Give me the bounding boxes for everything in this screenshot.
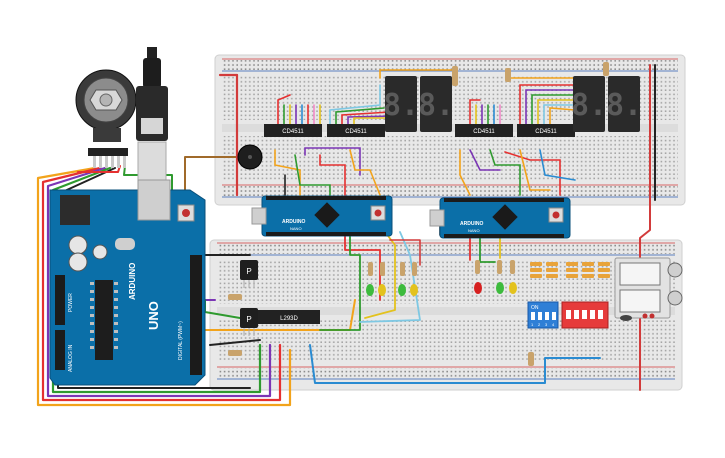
atmega-chip bbox=[95, 280, 113, 360]
svg-text:NANO: NANO bbox=[468, 228, 480, 233]
svg-text:4: 4 bbox=[552, 322, 555, 327]
arduino-uno[interactable]: ARDUINO UNO DIGITAL (PWM~) ANALOG IN POW… bbox=[49, 179, 206, 386]
svg-text:L293D: L293D bbox=[280, 316, 298, 322]
resistors-left bbox=[228, 294, 242, 356]
svg-text:8.: 8. bbox=[418, 88, 454, 123]
led bbox=[378, 284, 386, 296]
svg-text:CD4511: CD4511 bbox=[473, 129, 495, 135]
potentiometer-icon[interactable] bbox=[667, 262, 683, 306]
led bbox=[366, 284, 374, 296]
svg-text:ARDUINO: ARDUINO bbox=[460, 221, 483, 227]
arduino-nano-1[interactable]: ARDUINO NANO bbox=[251, 195, 393, 237]
usb-plug-icon bbox=[136, 47, 168, 181]
svg-text:2: 2 bbox=[538, 322, 541, 327]
svg-text:8.: 8. bbox=[571, 88, 607, 123]
breadboard-bottom bbox=[209, 239, 683, 391]
decoder-chip-1: CD4511 bbox=[264, 124, 322, 137]
dip-switch-red[interactable] bbox=[561, 301, 609, 329]
transistor-1: P bbox=[240, 260, 258, 288]
mini-display-panel bbox=[614, 257, 683, 321]
led bbox=[509, 282, 517, 294]
capacitor-icon bbox=[68, 235, 88, 255]
usb-plug bbox=[136, 47, 168, 181]
decoder-chip-2: CD4511 bbox=[327, 124, 385, 137]
wires-top-displays bbox=[274, 69, 601, 196]
led bbox=[398, 284, 406, 296]
dip-switch[interactable]: ON 1 2 3 4 bbox=[527, 301, 559, 329]
analog-header bbox=[55, 330, 65, 370]
led bbox=[474, 282, 482, 294]
resistor-bottom bbox=[528, 352, 534, 366]
led-group-2 bbox=[474, 260, 517, 294]
svg-text:1: 1 bbox=[531, 322, 534, 327]
uno-brand: ARDUINO bbox=[128, 263, 137, 300]
motor-driver-chip: L293D bbox=[258, 310, 320, 324]
uno-model: UNO bbox=[146, 301, 161, 330]
decoder-chip-3: CD4511 bbox=[455, 124, 513, 137]
svg-text:P: P bbox=[246, 315, 251, 324]
digital-header bbox=[190, 255, 202, 375]
usb-port bbox=[137, 179, 171, 221]
svg-text:P: P bbox=[246, 267, 251, 276]
svg-text:CD4511: CD4511 bbox=[282, 129, 304, 135]
svg-text:8.: 8. bbox=[383, 88, 419, 123]
decoder-chip-4: CD4511 bbox=[517, 124, 575, 137]
svg-text:CD4511: CD4511 bbox=[535, 129, 557, 135]
encoder-pins bbox=[93, 156, 126, 168]
seven-segment-1: 8. bbox=[383, 76, 419, 132]
power-header bbox=[55, 275, 65, 325]
uno-power-label: POWER bbox=[68, 293, 74, 312]
led-group-1 bbox=[366, 262, 418, 296]
seven-segment-2: 8. bbox=[418, 76, 454, 132]
svg-text:ON: ON bbox=[531, 305, 539, 311]
svg-text:NANO: NANO bbox=[290, 226, 302, 231]
svg-text:CD4511: CD4511 bbox=[345, 129, 367, 135]
rotary-encoder-icon bbox=[75, 69, 137, 142]
rotary-encoder[interactable] bbox=[75, 69, 137, 168]
arduino-nano-2[interactable]: ARDUINO NANO bbox=[429, 197, 571, 239]
transistor-2: P bbox=[240, 308, 258, 336]
uno-digital-label: DIGITAL (PWM~) bbox=[178, 321, 184, 360]
led bbox=[410, 284, 418, 296]
uno-analog-label: ANALOG IN bbox=[68, 344, 74, 372]
resistors-top bbox=[452, 62, 609, 86]
resistor-array bbox=[530, 262, 610, 278]
seven-segment-4: 8. bbox=[606, 76, 642, 132]
buzzer bbox=[237, 144, 263, 170]
dc-jack bbox=[60, 195, 90, 225]
svg-text:3: 3 bbox=[545, 322, 548, 327]
svg-text:ARDUINO: ARDUINO bbox=[282, 219, 305, 225]
svg-text:8.: 8. bbox=[606, 88, 642, 123]
led bbox=[496, 282, 504, 294]
seven-segment-3: 8. bbox=[571, 76, 607, 132]
